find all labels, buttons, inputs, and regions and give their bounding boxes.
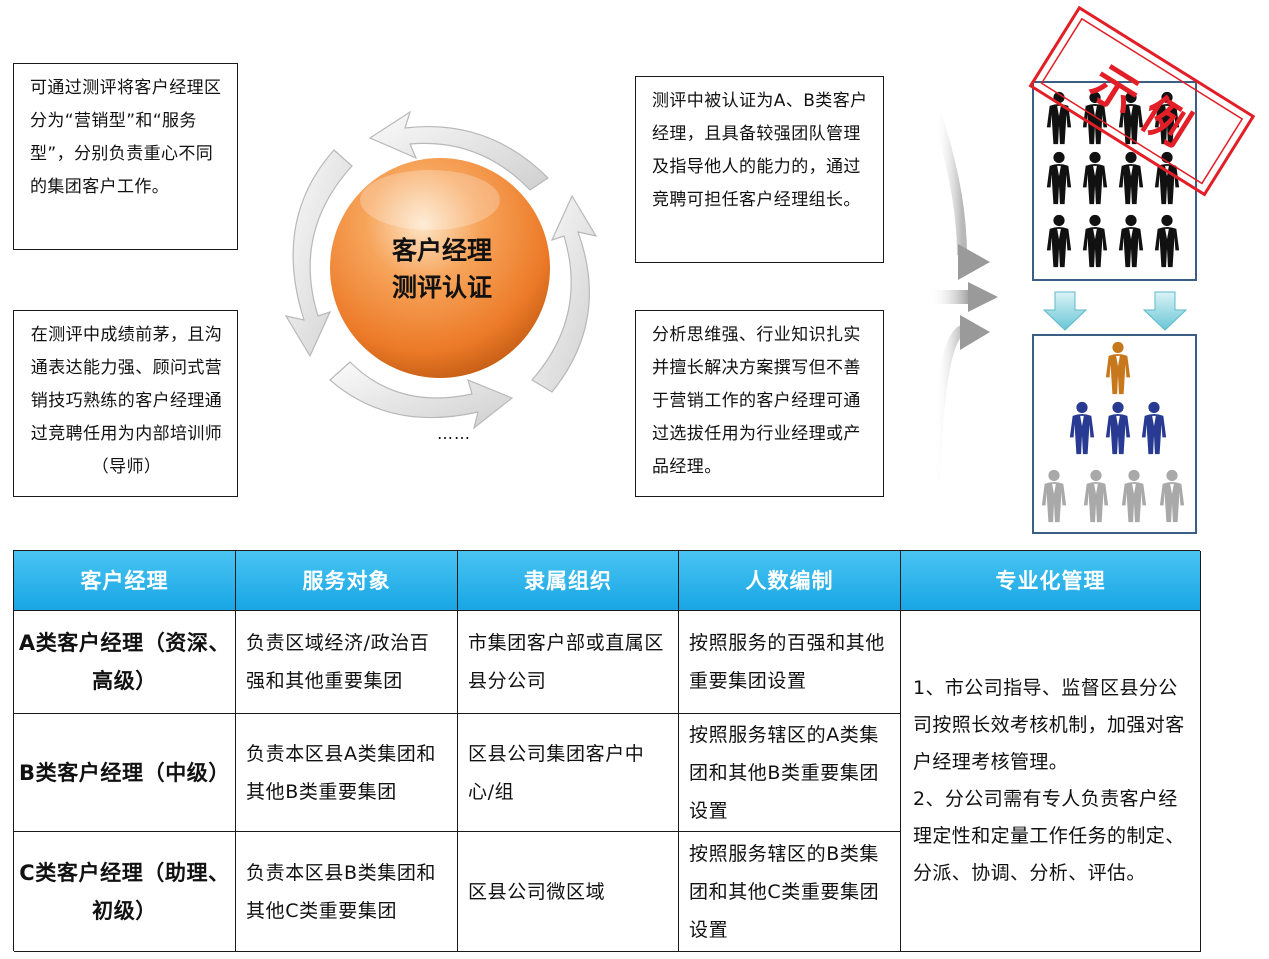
header-level: 客户经理 <box>14 551 236 611</box>
sample-stamp <box>1028 5 1256 197</box>
header-management: 专业化管理 <box>901 551 1201 611</box>
row-a-target: 负责区域经济/政治百强和其他重要集团 <box>236 611 458 714</box>
management-point-1: 1、市公司指导、监督区县分公司按照长效考核机制，加强对客户经理考核管理。 <box>913 677 1185 773</box>
management-cell: 1、市公司指导、监督区县分公司按照长效考核机制，加强对客户经理考核管理。 2、分… <box>901 611 1201 952</box>
header-target: 服务对象 <box>236 551 458 611</box>
swirl-arrows <box>284 110 598 430</box>
header-staffing: 人数编制 <box>679 551 901 611</box>
center-label: 客户经理 测评认证 <box>352 232 532 306</box>
diagram-graphics <box>284 5 1256 534</box>
box-bottom-left: 在测评中成绩前茅，且沟通表达能力强、顾问式营销技巧熟练的客户经理通过竞聘任用为内… <box>13 310 238 497</box>
manager-table: 客户经理 服务对象 隶属组织 人数编制 专业化管理 A类客户经理（资深、高级） … <box>13 550 1201 952</box>
box-top-right: 测评中被认证为A、B类客户经理，且具备较强团队管理及指导他人的能力的，通过竞聘可… <box>635 76 884 263</box>
row-b-level: B类客户经理（中级） <box>14 714 236 832</box>
row-c-org: 区县公司微区域 <box>458 832 679 952</box>
box-top-left: 可通过测评将客户经理区分为“营销型”和“服务型”，分别负责重心不同的集团客户工作… <box>13 63 238 250</box>
row-b-target: 负责本区县A类集团和其他B类重要集团 <box>236 714 458 832</box>
center-label-line1: 客户经理 <box>391 236 492 265</box>
center-label-line2: 测评认证 <box>391 273 492 302</box>
ellipsis: …… <box>437 424 471 443</box>
row-a-staffing: 按照服务的百强和其他重要集团设置 <box>679 611 901 714</box>
row-b-org: 区县公司集团客户中心/组 <box>458 714 679 832</box>
down-arrows <box>1042 291 1188 331</box>
row-b-staffing: 按照服务辖区的A类集团和其他B类重要集团设置 <box>679 714 901 832</box>
orb <box>330 158 550 378</box>
header-org: 隶属组织 <box>458 551 679 611</box>
row-a-level: A类客户经理（资深、高级） <box>14 611 236 714</box>
row-c-target: 负责本区县B类集团和其他C类重要集团 <box>236 832 458 952</box>
row-c-staffing: 按照服务辖区的B类集团和其他C类重要集团设置 <box>679 832 901 952</box>
row-a-org: 市集团客户部或直属区县分公司 <box>458 611 679 714</box>
management-point-2: 2、分公司需有专人负责客户经理定性和定量工作任务的制定、分派、协调、分析、评估。 <box>913 788 1185 884</box>
flow-arrows <box>930 108 998 481</box>
box-bottom-right: 分析思维强、行业知识扎实并擅长解决方案撰写但不善于营销工作的客户经理可通过选拔任… <box>635 310 884 497</box>
row-c-level: C类客户经理（助理、初级） <box>14 832 236 952</box>
